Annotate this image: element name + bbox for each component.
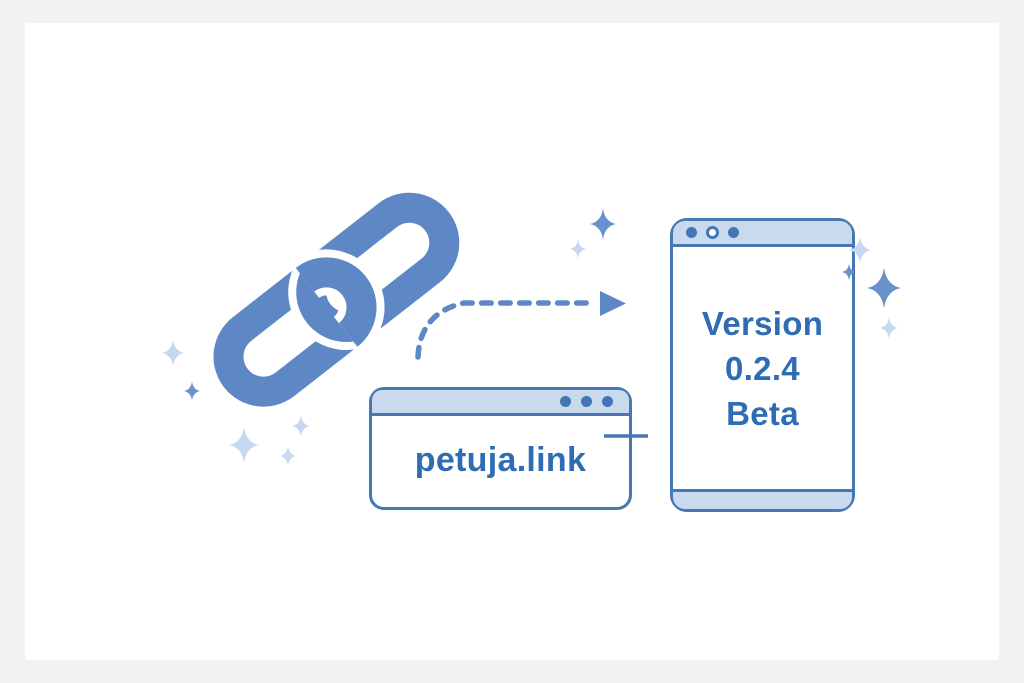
window-dot-icon	[560, 396, 571, 407]
window-dot-hollow-icon	[706, 226, 719, 239]
window-dot-icon	[602, 396, 613, 407]
window-dot-icon	[728, 227, 739, 238]
version-line-3: Beta	[726, 394, 799, 432]
window-dot-icon	[581, 396, 592, 407]
illustration-card: petuja.link Version 0.2.4 Beta	[25, 23, 999, 660]
device-screen: Version 0.2.4 Beta	[673, 247, 852, 489]
browser-window: petuja.link	[369, 387, 632, 510]
version-line-2: 0.2.4	[725, 349, 800, 387]
version-line-1: Version	[701, 304, 824, 342]
browser-titlebar	[372, 390, 629, 416]
url-text: petuja.link	[414, 440, 587, 479]
window-dot-icon	[686, 227, 697, 238]
browser-body: petuja.link	[372, 416, 629, 504]
device-bottombar	[673, 489, 852, 509]
device-topbar	[673, 221, 852, 247]
device-window: Version 0.2.4 Beta	[670, 218, 855, 512]
